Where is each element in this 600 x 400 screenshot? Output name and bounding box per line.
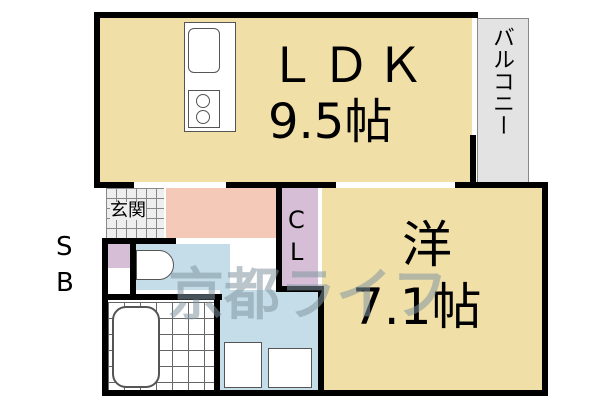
room-western <box>322 188 542 392</box>
entrance-label: 玄関 <box>110 200 146 221</box>
closet-label-c: C <box>288 206 305 234</box>
wall <box>102 238 134 244</box>
wall <box>94 12 478 18</box>
wall <box>102 238 108 294</box>
shoe-box <box>108 244 130 268</box>
washing-machine-icon <box>224 342 262 388</box>
wall <box>276 182 282 290</box>
wall <box>276 286 322 292</box>
wall <box>102 390 548 396</box>
wall <box>470 135 476 187</box>
wall <box>214 300 220 394</box>
wall <box>94 12 100 188</box>
burner-icon <box>196 94 210 108</box>
wall <box>455 182 545 188</box>
hallway <box>166 188 276 238</box>
western-size: 7.1帖 <box>352 278 482 336</box>
bathtub-icon <box>112 306 160 388</box>
room-balcony <box>477 18 529 184</box>
wall <box>318 286 324 394</box>
ldk-size: 9.5帖 <box>268 94 393 150</box>
sink-icon <box>188 28 220 73</box>
wall <box>136 238 176 244</box>
room-closet <box>280 188 318 288</box>
washbasin-icon <box>268 348 312 388</box>
wall <box>542 182 548 396</box>
wall <box>94 182 134 188</box>
shoe-box-label-s: S <box>56 232 73 262</box>
toilet-icon <box>136 250 174 280</box>
balcony-label: バルコニー <box>489 26 514 136</box>
watermark: 京都ライフ <box>168 263 448 328</box>
ldk-label: ＬＤＫ <box>268 38 431 94</box>
wall <box>130 238 136 294</box>
wall <box>102 296 108 396</box>
wall <box>102 294 222 300</box>
shoe-box-label-b: B <box>56 268 74 298</box>
burner-icon <box>196 110 210 124</box>
closet-label-l: L <box>290 238 304 266</box>
western-label: 洋 <box>402 216 452 274</box>
room-ldk <box>100 18 472 182</box>
